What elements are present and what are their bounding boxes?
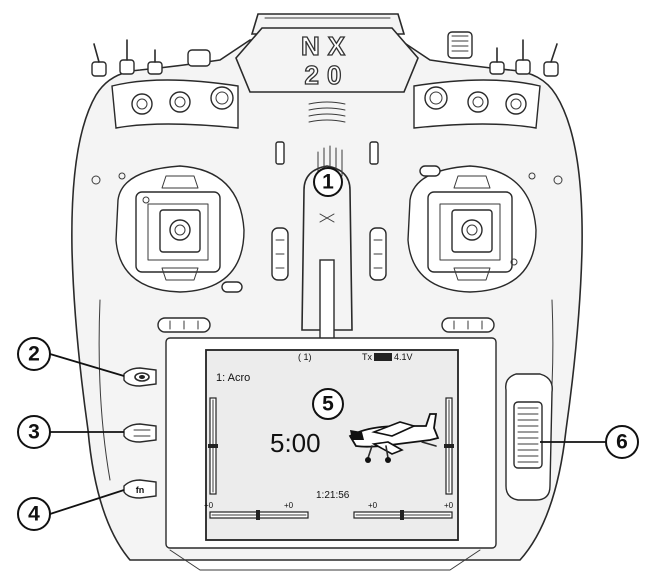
tx-battery-label: Tx — [362, 352, 372, 362]
left-horizontal-trim — [157, 317, 211, 333]
timer-indicator: ( 1) — [298, 352, 312, 362]
callout-4-number: 4 — [28, 503, 40, 526]
right-vertical-trim — [369, 227, 387, 281]
logo-line1: NX — [301, 31, 353, 61]
right-horizontal-trim — [441, 317, 495, 333]
left-knob-panel — [111, 79, 239, 129]
trim-zero-left-vertical: +0 — [204, 501, 214, 510]
scroll-wheel[interactable] — [505, 373, 553, 501]
callout-1: 1 — [313, 167, 343, 197]
callout-2-number: 2 — [28, 343, 40, 366]
callout-4: 4 — [17, 497, 51, 531]
antenna-spine — [301, 145, 353, 341]
callout-5-number: 5 — [322, 393, 334, 416]
top-handle — [235, 13, 419, 93]
callout-1-number: 1 — [322, 171, 334, 194]
right-gimbal — [407, 165, 563, 293]
callout-4-leader — [49, 489, 125, 515]
left-vertical-trim — [271, 227, 289, 281]
model-name: 1: Acro — [216, 372, 250, 384]
lcd-display: ( 1) Tx 4.1V 1: Acro 5:00 1:21:56 +0 — [204, 349, 459, 541]
callout-6-number: 6 — [616, 431, 628, 454]
nx20-logo: NX 20 — [300, 30, 353, 90]
left-top-switches — [91, 39, 211, 77]
tx-battery-icon — [374, 353, 392, 361]
right-knob-panel — [413, 79, 541, 129]
left-gimbal — [91, 165, 245, 293]
callout-3-number: 3 — [28, 421, 40, 444]
callout-5: 5 — [312, 388, 344, 420]
function-button[interactable]: fn — [123, 479, 157, 499]
center-toggle-switches — [275, 141, 379, 165]
airplane-icon — [348, 413, 440, 463]
fn-icon: fn — [136, 485, 145, 495]
callout-6: 6 — [605, 425, 639, 459]
callout-3: 3 — [17, 415, 51, 449]
trim-zero-right-vertical: +0 — [444, 501, 454, 510]
tx-voltage: 4.1V — [394, 352, 413, 362]
back-button[interactable] — [123, 423, 157, 443]
trim-zero-right-horizontal: +0 — [368, 501, 378, 510]
speaker-grille — [308, 101, 346, 123]
power-button[interactable] — [123, 367, 157, 387]
trim-zero-left-horizontal: +0 — [284, 501, 294, 510]
system-time: 1:21:56 — [316, 490, 350, 501]
callout-2: 2 — [17, 337, 51, 371]
main-timer: 5:00 — [270, 428, 321, 458]
logo-line2: 20 — [305, 60, 350, 90]
right-top-switches — [447, 31, 559, 77]
callout-2-leader — [49, 353, 125, 377]
